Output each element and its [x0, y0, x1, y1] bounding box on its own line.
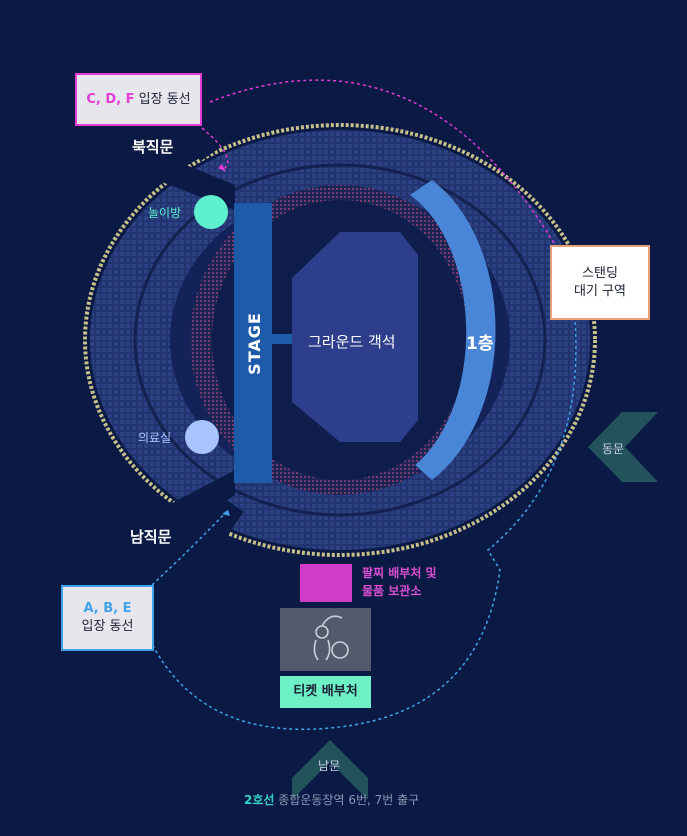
transit-info: 2호선 종합운동장역 6번, 7번 출구 [244, 791, 419, 808]
south-route-gates: A, B, E [83, 600, 131, 618]
medical-marker [185, 420, 219, 454]
merch-label-line2: 물품 보관소 [362, 582, 437, 600]
south-route-suffix: 입장 동선 [82, 618, 134, 636]
stage-label: STAGE [245, 312, 264, 375]
merch-label-line1: 팔찌 배부처 및 [362, 564, 437, 582]
mascot-image [280, 608, 371, 671]
standing-wait-line1: 스탠딩 [582, 265, 618, 283]
north-route-box: C, D, F 입장 동선 [75, 73, 202, 126]
ticket-booth-label: 티켓 배부처 [293, 683, 357, 701]
standing-wait-box: 스탠딩 대기 구역 [550, 245, 650, 320]
transit-line: 2호선 [244, 793, 274, 807]
ticket-booth: 티켓 배부처 [280, 676, 371, 708]
play-room-marker [194, 195, 228, 229]
south-gate-label: 남직문 [130, 526, 171, 547]
floor1-label: 1층 [466, 329, 493, 354]
ground-label: 그라운드 객석 [308, 331, 396, 352]
merch-booth [300, 564, 352, 602]
medical-label: 의료실 [138, 429, 171, 446]
transit-text: 종합운동장역 6번, 7번 출구 [278, 793, 419, 807]
south-main-gate-label: 남문 [318, 757, 340, 774]
play-room-label: 놀이방 [148, 204, 181, 221]
north-route-gates: C, D, F [86, 92, 134, 107]
north-route-suffix: 입장 동선 [139, 92, 191, 107]
north-gate-label: 북직문 [132, 136, 173, 157]
south-route-box: A, B, E 입장 동선 [61, 585, 154, 651]
stage-label-wrap: STAGE [235, 203, 273, 483]
merch-label: 팔찌 배부처 및 물품 보관소 [362, 564, 437, 600]
stage-runway [272, 334, 292, 344]
east-gate-label: 동문 [602, 440, 624, 457]
standing-wait-line2: 대기 구역 [574, 283, 626, 301]
